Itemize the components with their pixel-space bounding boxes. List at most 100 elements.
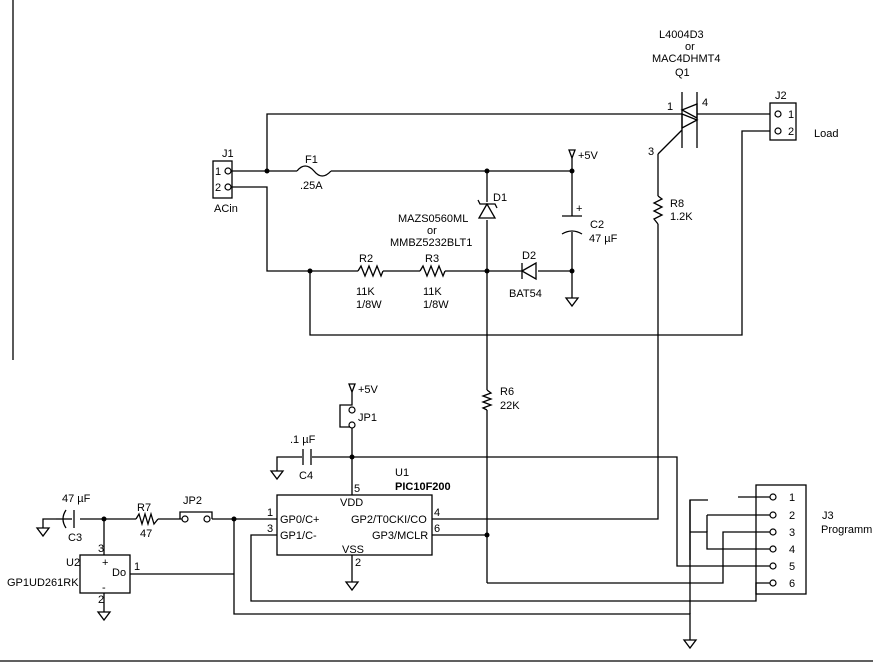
j3-pin4: 4 (789, 544, 795, 556)
u2-part: GP1UD261RK (7, 577, 79, 589)
diode-d2 (520, 261, 537, 281)
u1-pin5: 5 (354, 483, 360, 495)
connector-j2 (769, 102, 797, 141)
d1-ref: D1 (493, 192, 507, 204)
ground-u2 (96, 611, 112, 622)
zener-d1 (477, 199, 498, 219)
u1-pin2: 2 (355, 557, 361, 569)
j1-ref: J1 (222, 148, 234, 160)
q1-pin1: 1 (667, 101, 673, 113)
c4-val: .1 µF (290, 434, 316, 446)
u1-ref: U1 (395, 467, 409, 479)
j3-pin6: 6 (789, 578, 795, 590)
sensor-u2 (79, 554, 131, 594)
c2-plus: + (576, 203, 582, 215)
ground-c2 (564, 297, 580, 308)
u2-pin1: 1 (134, 561, 140, 573)
vcc-mid-symbol (348, 383, 356, 394)
c3-val: 47 µF (62, 493, 91, 505)
j3-pin5: 5 (789, 561, 795, 573)
u1-gp2: GP2/T0CKI/CO (351, 514, 427, 526)
u2-do: Do (112, 567, 126, 579)
d1-or: or (427, 225, 437, 237)
q1-part-a: L4004D3 (659, 29, 704, 41)
j2-name: Load (814, 128, 838, 140)
ground-c4 (269, 470, 285, 481)
jumper-jp2 (179, 511, 213, 523)
u1-pin1: 1 (267, 507, 273, 519)
d2-part: BAT54 (509, 288, 542, 300)
ground-u1 (344, 581, 360, 592)
c2-ref: C2 (590, 219, 604, 231)
d1-part-b: MMBZ5232BLT1 (390, 237, 472, 249)
resistor-r2 (357, 264, 384, 278)
u2-plus: + (102, 557, 108, 569)
j1-name: ACin (214, 203, 238, 215)
u1-gp3: GP3/MCLR (372, 530, 428, 542)
resistor-r8 (652, 195, 664, 225)
vcc-top-symbol (568, 149, 576, 160)
u1-gp1: GP1/C- (280, 530, 317, 542)
r7-val: 47 (140, 528, 152, 540)
c3-ref: C3 (68, 532, 82, 544)
u2-pin3: 3 (98, 543, 104, 555)
connector-j3 (755, 484, 807, 595)
j3-pin1: 1 (789, 492, 795, 504)
vcc-top-label: +5V (578, 150, 599, 162)
r3-watt: 1/8W (423, 299, 449, 311)
r2-ref: R2 (359, 253, 373, 265)
f1-ref: F1 (305, 154, 318, 166)
connector-j1 (212, 160, 233, 199)
r7-ref: R7 (137, 502, 151, 514)
labels: L4004D3 or MAC4DHMT4 Q1 1 4 3 J2 1 2 Loa… (7, 29, 872, 606)
j3-ref: J3 (822, 510, 834, 522)
u1-pin6: 6 (434, 523, 440, 535)
u1-vdd: VDD (340, 497, 363, 509)
jp1-ref: JP1 (358, 412, 377, 424)
f1-val: .25A (300, 180, 323, 192)
j1-pin1: 1 (215, 166, 221, 178)
r2-watt: 1/8W (356, 299, 382, 311)
u1-gp0: GP0/C+ (280, 514, 319, 526)
u1-pin4: 4 (434, 507, 440, 519)
u1-pin3: 3 (267, 523, 273, 535)
c4-ref: C4 (299, 470, 313, 482)
capacitor-c3 (62, 509, 75, 529)
q1-or: or (685, 41, 695, 53)
jp2-ref: JP2 (183, 495, 202, 507)
vcc-mid-label: +5V (358, 384, 379, 396)
jumper-jp1 (348, 406, 356, 429)
u2-minus: - (102, 582, 106, 594)
u1-part: PIC10F200 (395, 481, 451, 493)
d2-ref: D2 (522, 250, 536, 262)
fuse-f1 (296, 165, 332, 177)
c2-val: 47 µF (589, 233, 618, 245)
r6-ref: R6 (500, 386, 514, 398)
j2-pin2: 2 (788, 126, 794, 138)
j3-name: Programm (821, 524, 872, 536)
r3-val: 11K (423, 286, 442, 298)
triac-q1 (657, 92, 699, 155)
q1-part-b: MAC4DHMT4 (652, 53, 720, 65)
r3-ref: R3 (425, 253, 439, 265)
resistor-r3 (419, 264, 446, 278)
j2-ref: J2 (775, 90, 787, 102)
j3-pin2: 2 (789, 510, 795, 522)
u2-ref: U2 (66, 557, 80, 569)
d1-part-a: MAZS0560ML (398, 213, 468, 225)
u1-vss: VSS (342, 544, 364, 556)
u2-pin2: 2 (98, 594, 104, 606)
junction-dots (101, 168, 575, 538)
r2-val: 11K (356, 286, 375, 298)
r6-val: 22K (500, 400, 520, 412)
j1-pin2: 2 (215, 182, 221, 194)
resistor-r6 (481, 389, 493, 411)
ground-c3 (35, 527, 51, 538)
capacitor-c4 (302, 449, 312, 465)
ground-j3 (682, 639, 698, 650)
j2-pin1: 1 (788, 109, 794, 121)
q1-pin4: 4 (702, 97, 708, 109)
resistor-r7 (135, 511, 159, 527)
capacitor-c2 (561, 215, 583, 235)
